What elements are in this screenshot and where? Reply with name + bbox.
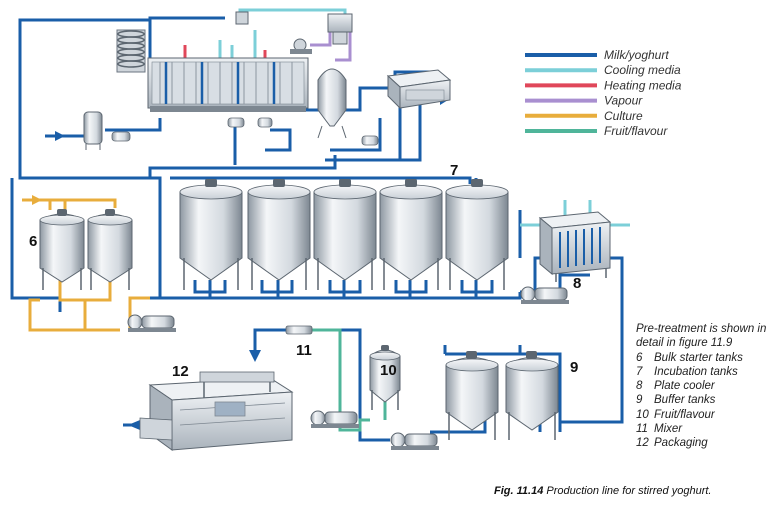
holding-coil [116, 29, 146, 73]
equipment-list-item: 12 Packaging [636, 436, 771, 450]
legend-label: Fruit/flavour [604, 124, 668, 138]
bulk-starter-tank [39, 209, 85, 290]
pump [310, 410, 359, 428]
fruit-flavour-pipes [310, 328, 387, 432]
buffer-tank [505, 351, 559, 440]
equipment-name: Bulk starter tanks [654, 351, 743, 364]
equipment-list-item: 7 Incubation tanks [636, 365, 771, 379]
incubation-tank [313, 179, 377, 290]
equipment-list-item: 6 Bulk starter tanks [636, 351, 771, 365]
equipment-name: Buffer tanks [654, 394, 716, 407]
fruit-flavour-tank [369, 345, 401, 410]
homogenizer [386, 69, 452, 110]
equipment-number: 11 [636, 423, 648, 436]
figure-caption: Fig. 11.14 Production line for stirred y… [494, 485, 711, 497]
label-buffer-tanks: 9 [570, 359, 578, 376]
mixer [285, 325, 313, 335]
label-packaging: 12 [172, 363, 189, 380]
balance-tank [83, 111, 103, 150]
legend-label: Milk/yoghurt [604, 48, 669, 62]
equipment-list-item: 11 Mixer [636, 422, 771, 436]
equipment-name: Packaging [654, 437, 708, 450]
equipment-number: 9 [636, 394, 643, 407]
equipment-name: Incubation tanks [654, 365, 738, 378]
pump [127, 314, 176, 332]
incubation-tank [445, 179, 509, 290]
figure-number: Fig. 11.14 [494, 485, 544, 497]
equipment-number: 10 [636, 408, 649, 421]
incubation-tank [379, 179, 443, 290]
pump [390, 432, 439, 450]
figure-title: Production line for stirred yoghurt. [546, 485, 712, 497]
label-fruit-flavour: 10 [380, 362, 397, 379]
vapour-pipes [310, 30, 352, 62]
legend-label: Culture [604, 109, 643, 123]
label-mixer: 11 [296, 342, 312, 359]
notes-panel: Pre-treatment is shown in detail in figu… [636, 322, 771, 451]
equipment-number: 7 [636, 365, 643, 378]
plate-heat-exchanger [147, 57, 309, 112]
bulk-starter-tank [87, 209, 133, 290]
equipment-name: Mixer [654, 423, 683, 436]
process-pumps [127, 286, 569, 450]
equipment-list: 6 Bulk starter tanks 7 Incubation tanks 8 Pla… [636, 351, 771, 451]
legend-label: Heating media [604, 78, 682, 92]
incubation-tank [179, 179, 243, 290]
pre-treatment-pumps [111, 117, 379, 146]
culture-inlet-arrow [32, 195, 42, 205]
label-bulk-starter-tanks: 6 [29, 233, 37, 250]
buffer-tanks [445, 351, 559, 440]
equipment-number: 12 [636, 437, 649, 450]
bulk-starter-tanks [39, 209, 133, 290]
equipment-list-item: 9 Buffer tanks [636, 393, 771, 407]
notes-intro: Pre-treatment is shown in detail in figu… [636, 323, 767, 350]
equipment-list-item: 8 Plate cooler [636, 379, 771, 393]
packaging-machine [139, 371, 294, 451]
pump [520, 286, 569, 304]
pre-treatment-section [83, 11, 452, 150]
plate-cooler [538, 211, 612, 282]
label-incubation-tanks: 7 [450, 162, 458, 179]
condenser-unit [235, 11, 353, 54]
equipment-number: 6 [636, 351, 643, 364]
equipment-name: Plate cooler [654, 380, 715, 393]
equipment-list-item: 10 Fruit/flavour [636, 408, 771, 422]
legend-label: Vapour [604, 94, 643, 108]
incubation-tanks [179, 179, 509, 290]
deaerator-vessel [317, 68, 347, 139]
incubation-tank [247, 179, 311, 290]
label-plate-cooler: 8 [573, 275, 581, 292]
buffer-tank [445, 351, 499, 440]
equipment-number: 8 [636, 380, 643, 393]
equipment-name: Fruit/flavour [654, 408, 715, 421]
legend-label: Cooling media [604, 63, 681, 77]
